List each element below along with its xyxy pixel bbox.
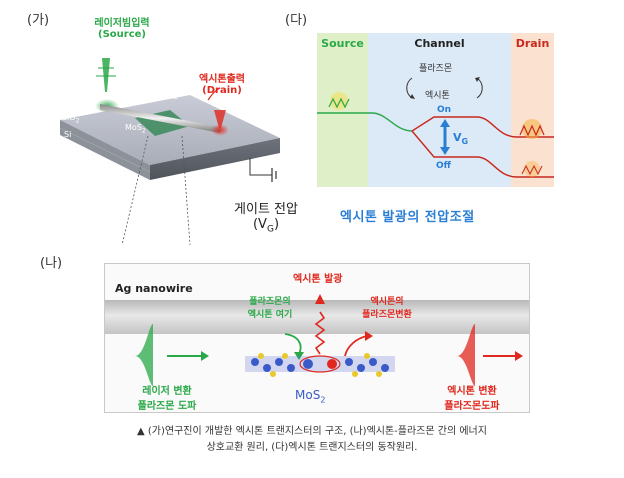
source-level-line xyxy=(317,112,413,132)
substrate-front-side xyxy=(150,138,280,180)
plasmon-excite-line2: 엑시톤 여기 xyxy=(247,310,293,320)
exciton-convert-line2: 플라즈몬변환 xyxy=(362,310,412,320)
vg-label: VG xyxy=(453,131,468,146)
emission-label: 엑시톤 발광 xyxy=(293,274,343,285)
source-zone: Source xyxy=(317,33,368,187)
caption-line2: 상호교환 원리, (다)엑시톤 트랜지스터의 동작원리. xyxy=(206,442,418,453)
mos2-b-text: MoS xyxy=(295,388,321,402)
panel-c-label: (다) xyxy=(285,13,308,28)
exciton-label: 엑시톤 xyxy=(425,91,450,101)
channel-zone-title: Channel xyxy=(414,37,465,50)
plasmon-label: 플라즈몬 xyxy=(419,64,453,74)
figure-caption: ▲ (가)연구진이 개발한 엑시톤 트랜지스터의 구조, (나)엑시톤-플라즈몬… xyxy=(20,424,604,456)
laser-beam xyxy=(102,58,110,92)
hole-icon xyxy=(327,359,337,369)
drain-zone: Drain xyxy=(511,33,554,187)
panel-a-label: (가) xyxy=(27,13,50,28)
source-en-label: (Source) xyxy=(98,29,146,40)
mos2-label-a: MoS2 xyxy=(125,123,146,135)
panel-c-title: 엑시톤 발광의 전압조절 xyxy=(340,210,475,225)
convert-arrow xyxy=(344,335,368,357)
gate-vg-open: (V xyxy=(252,217,267,232)
mos2-lattice xyxy=(245,353,395,377)
drain-wave-on-icon xyxy=(519,124,545,137)
mos2-a-sub: 2 xyxy=(141,127,146,135)
exciton-pair xyxy=(299,355,341,373)
excite-arrow xyxy=(284,333,302,355)
laser-convert-label: 레이저 변환 플라즈몬 도파 xyxy=(127,382,207,412)
input-pulse xyxy=(135,324,153,386)
emission-wave xyxy=(314,311,326,355)
nanowire-band xyxy=(105,300,529,334)
channel-zone: Channel xyxy=(368,33,511,187)
off-level-line xyxy=(411,130,554,178)
exciton-convert-label: 엑시톤의 플라즈몬변환 xyxy=(351,294,423,320)
exciton-out-line1: 엑시톤 변환 xyxy=(447,386,497,397)
drain-en-label: (Drain) xyxy=(202,85,242,96)
sio2-label: SiO2 xyxy=(62,113,79,125)
drain-label: 엑시톤출력 (Drain) xyxy=(182,70,262,96)
energy-diagram: Source Channel Drain 플라즈몬 엑시톤 On Off VG xyxy=(317,33,554,187)
mechanism-drawing xyxy=(135,294,523,386)
mos2-a-text: MoS xyxy=(125,123,142,132)
source-glow xyxy=(330,92,348,110)
device-illustration xyxy=(59,58,280,246)
vg-sub: G xyxy=(461,137,469,147)
panel-b-label: (나) xyxy=(40,256,63,271)
caption-line1: ▲ (가)연구진이 개발한 엑시톤 트랜지스터의 구조, (나)엑시톤-플라즈몬… xyxy=(137,426,487,437)
exciton-convert-line1: 엑시톤의 xyxy=(370,297,404,307)
gate-voltage-label: 게이트 전압 (VG) xyxy=(230,198,302,235)
gate-kr: 게이트 전압 xyxy=(234,202,298,217)
on-level-line xyxy=(411,116,554,138)
electron-icon xyxy=(303,359,313,369)
plasmon-excite-label: 플라즈몬의 엑시톤 여기 xyxy=(237,294,303,320)
mos2-b-sub: 2 xyxy=(320,395,326,405)
plasmon-excite-line1: 플라즈몬의 xyxy=(249,297,291,307)
exciton-out-line2: 플라즈몬도파 xyxy=(444,401,500,412)
gate-vg-sub: G xyxy=(266,224,274,235)
drain-kr-label: 엑시톤출력 xyxy=(199,74,245,85)
gate-vg-close: ) xyxy=(273,217,280,232)
mechanism-panel: Ag nanowire xyxy=(104,263,530,413)
energy-lines xyxy=(317,77,554,178)
drain-wave-off-icon xyxy=(521,164,543,176)
laser-convert-line2: 플라즈몬 도파 xyxy=(137,401,197,412)
si-label: Si xyxy=(64,130,72,139)
wire-label-a: Ag nanowire xyxy=(128,92,178,101)
exciton-out-label: 엑시톤 변환 플라즈몬도파 xyxy=(427,382,517,412)
sio2-sub: 2 xyxy=(75,117,80,125)
drain-spot xyxy=(211,124,229,136)
mos2-label-b: MoS2 xyxy=(295,388,325,404)
vg-text: V xyxy=(453,131,462,144)
source-label: 레이저빔입력 (Source) xyxy=(82,14,162,40)
source-kr-label: 레이저빔입력 xyxy=(94,18,150,29)
on-label: On xyxy=(437,105,452,115)
laser-convert-line1: 레이저 변환 xyxy=(142,386,192,397)
source-zone-title: Source xyxy=(321,37,364,50)
gate-vg: (VG) xyxy=(230,217,302,235)
nanowire-illustration xyxy=(100,104,220,133)
wire-label-b: Ag nanowire xyxy=(115,282,193,295)
off-label: Off xyxy=(436,161,451,171)
cycle-arrow-left xyxy=(406,77,413,99)
source-wave-icon xyxy=(328,97,350,109)
sio2-text: SiO xyxy=(62,113,76,122)
cycle-arrow-right xyxy=(476,77,483,99)
output-pulse xyxy=(457,324,475,386)
drain-zone-title: Drain xyxy=(515,37,550,50)
